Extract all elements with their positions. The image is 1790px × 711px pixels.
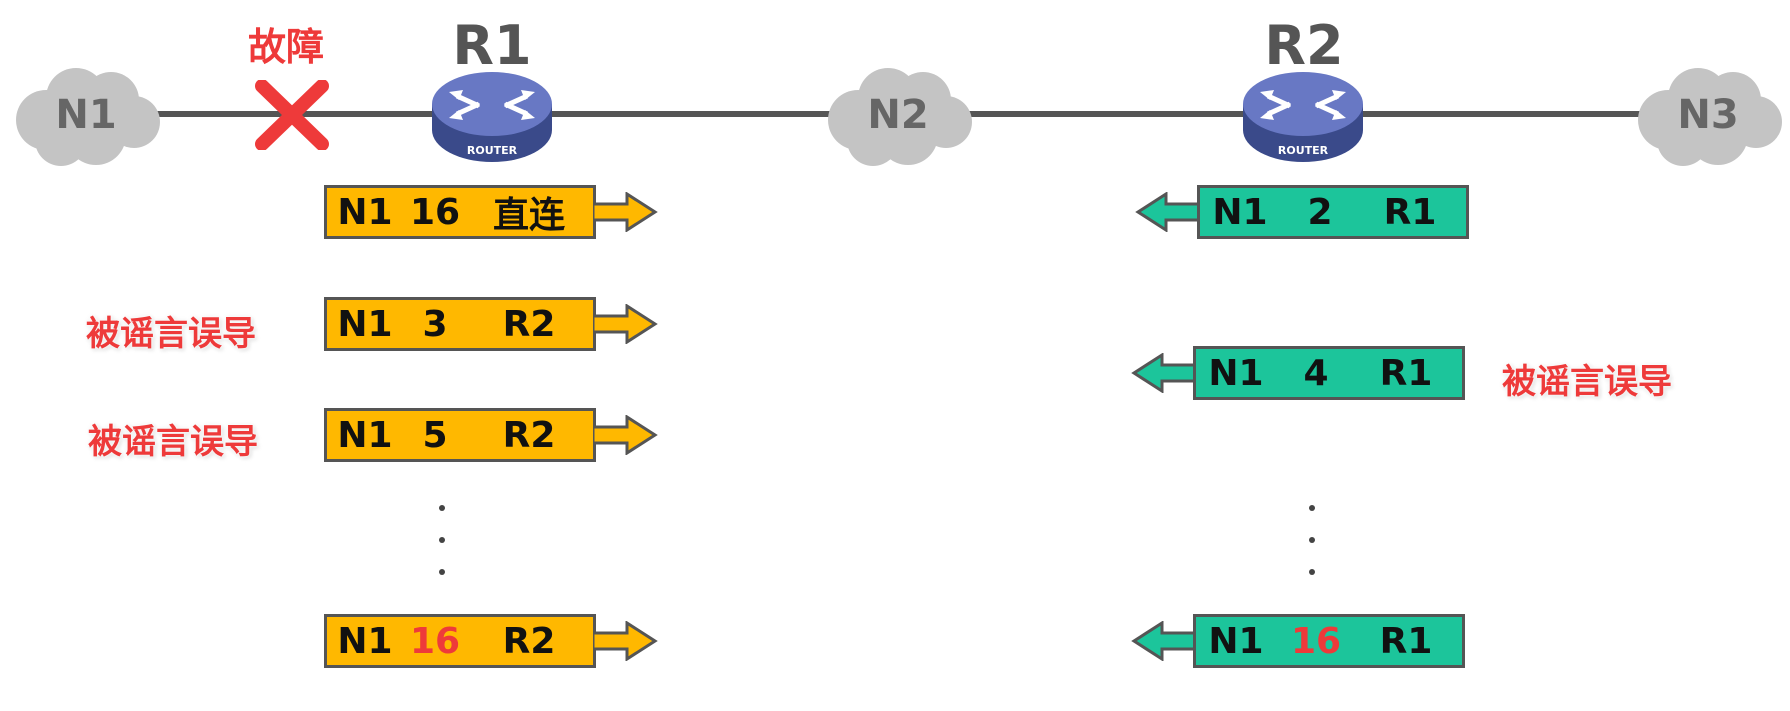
arrow-right-icon (593, 621, 658, 661)
r1-update-4-net: N1 (337, 620, 393, 662)
r2-update-3-net: N1 (1208, 620, 1264, 662)
r2-update-1-next: R1 (1383, 191, 1437, 233)
fault-label: 故障 (248, 25, 325, 69)
rumor-label-r2-a: 被谣言误导 (1502, 362, 1672, 402)
r2-update-1-dist: 2 (1307, 191, 1333, 233)
r1-update-3: N1 5 R2 (324, 408, 659, 462)
r1-update-1-net: N1 (337, 191, 393, 233)
router-label-r2: R2 (1264, 14, 1344, 77)
r1-update-1-next: 直连 (492, 195, 565, 236)
arrow-left-icon (1131, 353, 1196, 393)
r1-update-4-dist: 16 (409, 620, 461, 662)
r1-update-2: N1 3 R2 (324, 297, 659, 351)
arrow-left-icon (1131, 621, 1196, 661)
rumor-label-r1-b: 被谣言误导 (88, 422, 258, 462)
arrow-right-icon (593, 415, 658, 455)
router-label-r1: R1 (452, 14, 532, 77)
r1-update-4: N1 16 R2 (324, 614, 659, 668)
arrow-right-icon (593, 192, 658, 232)
r1-update-3-dist: 5 (422, 414, 448, 456)
r1-update-2-net: N1 (337, 303, 393, 345)
network-label-n3: N3 (1677, 92, 1739, 138)
r2-update-3-next: R1 (1379, 620, 1433, 662)
ellipsis-r2 (1309, 505, 1319, 601)
r1-update-1: N1 16 直连 (324, 185, 659, 239)
router-icon-r2: ROUTER (1240, 68, 1366, 168)
r1-update-3-net: N1 (337, 414, 393, 456)
r2-update-1-net: N1 (1212, 191, 1268, 233)
r2-update-2-next: R1 (1379, 352, 1433, 394)
r1-update-1-dist: 16 (409, 191, 461, 233)
arrow-right-icon (593, 304, 658, 344)
router-badge-r1: ROUTER (467, 144, 518, 157)
r2-update-3-dist: 16 (1290, 620, 1342, 662)
red-x-icon (255, 80, 329, 150)
r1-update-4-next: R2 (502, 620, 556, 662)
router-icon-r1: ROUTER (429, 68, 555, 168)
r2-update-2: N1 4 R1 (1130, 346, 1465, 400)
r1-update-2-next: R2 (502, 303, 556, 345)
network-label-n1: N1 (55, 92, 117, 138)
r2-update-1: N1 2 R1 (1134, 185, 1469, 239)
r1-update-3-next: R2 (502, 414, 556, 456)
rumor-label-r1-a: 被谣言误导 (86, 314, 256, 354)
ellipsis-r1 (439, 505, 449, 601)
network-label-n2: N2 (867, 92, 929, 138)
network-cloud-n1: N1 (6, 60, 166, 170)
r2-update-2-net: N1 (1208, 352, 1264, 394)
r2-update-2-dist: 4 (1303, 352, 1329, 394)
arrow-left-icon (1135, 192, 1200, 232)
network-cloud-n3: N3 (1628, 60, 1788, 170)
r2-update-3: N1 16 R1 (1130, 614, 1465, 668)
network-cloud-n2: N2 (818, 60, 978, 170)
r1-update-2-dist: 3 (422, 303, 448, 345)
router-badge-r2: ROUTER (1278, 144, 1329, 157)
